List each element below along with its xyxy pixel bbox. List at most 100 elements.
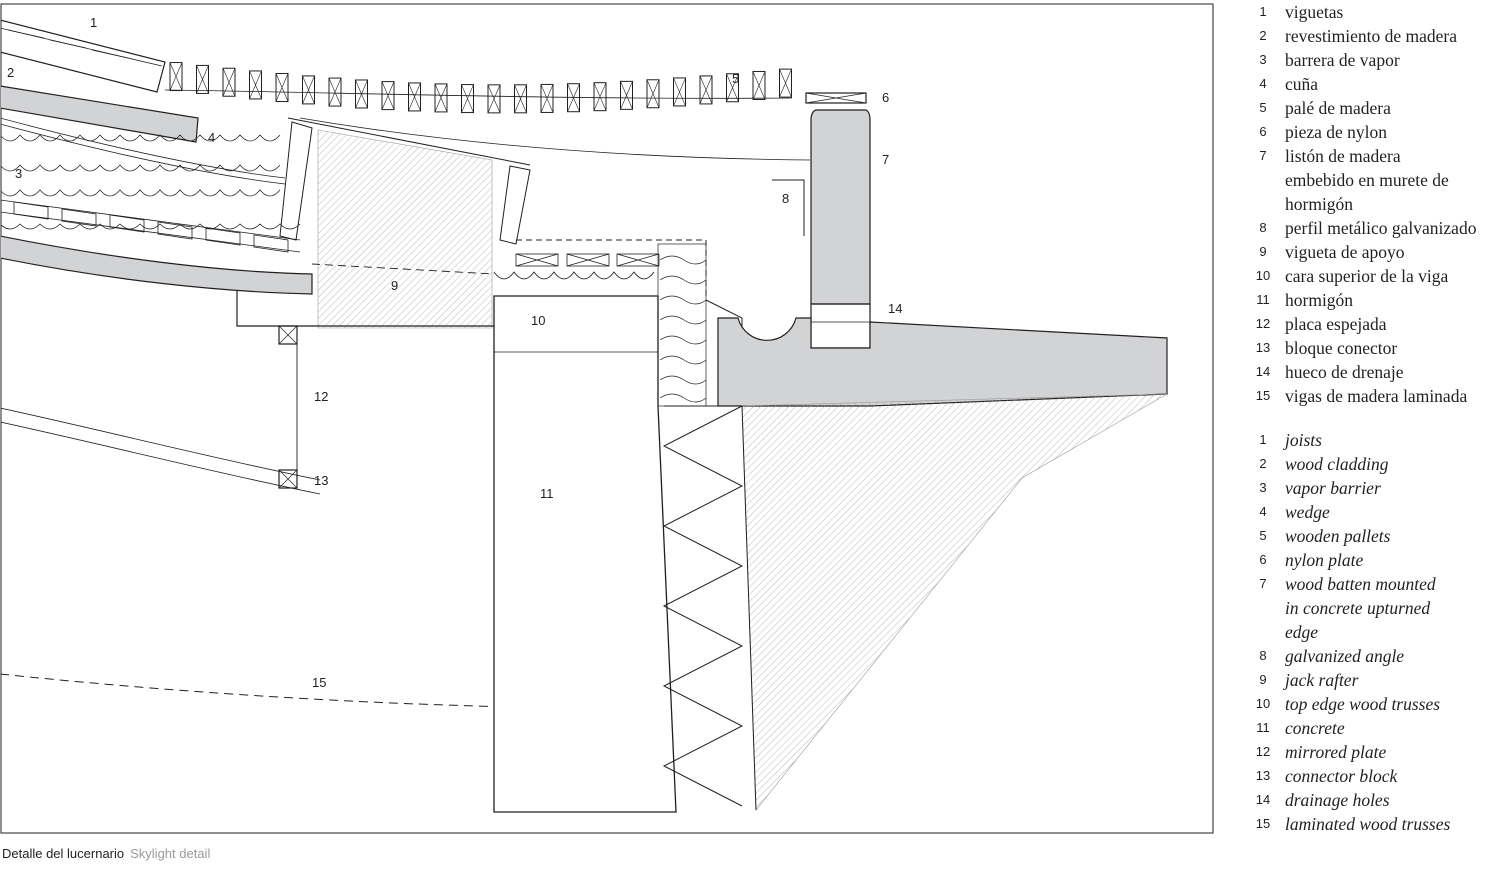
pallet-block [540,83,554,113]
pallet-block [434,83,448,113]
legend-item: 9 vigueta de apoyo [1255,240,1449,264]
legend-number: 9 [1259,672,1267,687]
callout-3: 3 [15,166,22,181]
sheet-line [299,117,811,161]
pallet-cross [461,84,474,113]
legend-text: galvanized angle [1285,646,1405,666]
legend-number: 11 [1256,292,1270,307]
legend-number: 2 [1259,28,1267,43]
legend-text: cuña [1285,74,1319,94]
legend-number: 8 [1259,220,1267,235]
legend-text: wedge [1285,502,1330,522]
legend-number: 9 [1259,244,1267,259]
legend-number: 6 [1259,124,1267,139]
pallet-block [302,75,315,105]
legend-text: laminated wood trusses [1285,814,1451,834]
connector-block-top [278,325,298,345]
legend-text: in concrete upturned [1285,598,1431,618]
pallet-block [567,83,580,113]
legend-number: 7 [1259,148,1267,163]
callout-12: 12 [314,389,328,404]
legend-number: 10 [1255,268,1271,283]
pallet-cross [355,79,368,109]
legend-number: 12 [1255,316,1271,331]
legend-text: cara superior de la viga [1285,266,1449,286]
legend-text: top edge wood trusses [1285,694,1441,714]
legend-text: placa espejada [1285,314,1387,334]
legend-number: 15 [1255,816,1271,831]
legend-text: joists [1285,430,1322,450]
callout-13: 13 [314,473,328,488]
pallet-block [699,75,713,105]
legend-item: 1 viguetas [1255,0,1449,24]
laminated-truss-dashed [1,337,575,709]
concrete-column [493,295,677,813]
pallet-block [726,73,739,103]
legend-number: 14 [1255,792,1271,807]
legend-text: drainage holes [1285,790,1390,810]
legend-item: hormigón [1255,192,1449,216]
pallet-block [381,81,395,111]
pallet-block [487,84,501,114]
pallet-block [673,77,686,107]
pallet-cross [434,83,448,113]
legend-text: vapor barrier [1285,478,1381,498]
callout-14: 14 [888,301,902,316]
legend-item: embebido en murete de [1255,168,1449,192]
concrete-upturn [810,109,871,305]
legend-text: vigas de madera laminada [1285,386,1468,406]
pallet-block [514,84,527,114]
legend-number: 5 [1259,528,1267,543]
callout-6: 6 [882,90,889,105]
legend-text: wooden pallets [1285,526,1391,546]
wooden-pallets [169,62,792,114]
legend-number: 1 [1259,4,1267,19]
legend-text: viguetas [1285,2,1344,22]
callout-10: 10 [531,313,545,328]
legend-item: 11 hormigón [1255,288,1449,312]
pallet-block [355,79,368,109]
legend-text: hormigón [1285,290,1354,310]
callout-9: 9 [391,278,398,293]
pallet-block [169,62,183,92]
legend-item: 12 placa espejada [1255,312,1449,336]
legend-item: 15 laminated wood trusses [1255,812,1451,836]
legend-number: 8 [1259,648,1267,663]
pallet-cross [779,69,792,98]
legend-item: 9 jack rafter [1255,668,1430,692]
legend-text: jack rafter [1285,670,1359,690]
callout-7: 7 [882,152,889,167]
legend-text: vigueta de apoyo [1285,242,1405,262]
pallet-cross [408,82,421,112]
pallet-cross [275,73,289,102]
pallet-cross [222,68,236,97]
lower-joist-row [1,199,301,253]
glazing-frame-left [279,121,313,241]
zigzag-insulation [662,405,744,807]
legend-text: perfil metálico galvanizado [1285,218,1477,238]
roof-joists [1,19,166,93]
legend-item: in concrete upturned [1255,596,1430,620]
wood-batten [810,303,871,349]
callout-15: 15 [312,675,326,690]
pallet-block [593,82,607,112]
pallet-block [752,70,766,100]
legend-text: edge [1285,622,1319,642]
legend-item: 5 wooden pallets [1255,524,1430,548]
jack-rafter [317,129,493,329]
pallet-block [461,84,474,114]
